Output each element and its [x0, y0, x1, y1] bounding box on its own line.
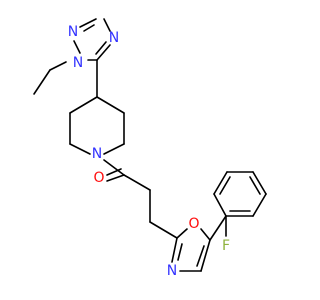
bond-carbonyl-b [106, 168, 122, 176]
bond-n-carbonyl [103, 159, 125, 176]
bond-aryl-1 [213, 193, 227, 217]
bond-oxazole-5b [177, 243, 183, 261]
molecule-canvas: N N N N O O N F [33, 18, 267, 279]
bond-triazole-1 [73, 40, 81, 54]
bond-aryl-5 [252, 193, 267, 217]
atom-n-oxazole-label: N [167, 263, 177, 279]
bond-oxazole-1 [176, 228, 188, 239]
bond-pip-6 [69, 96, 98, 114]
bond-oxazole-3b [196, 245, 205, 267]
bond-carbonyl-a [106, 174, 125, 182]
bond-chain-3 [149, 221, 178, 239]
bond-pip-3 [103, 143, 125, 155]
bond-triazole-2 [79, 18, 97, 28]
bond-oxazole-3 [200, 239, 211, 272]
bond-aryl-4b [249, 176, 261, 195]
atom-labels: N N N N O O N F [68, 24, 230, 279]
bond-oxazole-aryl [209, 215, 227, 241]
bond-chain-1 [123, 174, 151, 191]
bonds [33, 18, 267, 272]
bond-aryl-4 [252, 171, 267, 195]
bond-pip-4 [69, 143, 91, 155]
atom-f-label: F [222, 238, 230, 254]
atom-n-triazole-1-label: N [68, 24, 78, 40]
bond-aryl-2b [219, 176, 231, 195]
atom-n-piperidine-label: N [92, 146, 102, 162]
atom-o-oxazole-label: O [188, 216, 199, 232]
atom-n-triazole-2-label: N [109, 30, 119, 46]
structure-diagram: N N N N O O N F [33, 18, 267, 279]
bond-triazole-4b [95, 41, 107, 55]
bond-triazole-2b [83, 24, 95, 32]
bond-oxazole-5 [171, 237, 178, 263]
atom-n-ethyl-label: N [73, 55, 83, 71]
bond-ethyl-ch3 [33, 69, 51, 95]
bond-ethyl-ch2 [49, 61, 67, 71]
bond-aryl-2 [213, 171, 228, 195]
bond-oxazole-2 [200, 228, 211, 241]
bond-triazole-3 [103, 18, 111, 32]
bond-pip-1 [96, 96, 125, 114]
bond-triazole-4 [96, 44, 111, 61]
atom-o-carbonyl-label: O [93, 170, 104, 186]
